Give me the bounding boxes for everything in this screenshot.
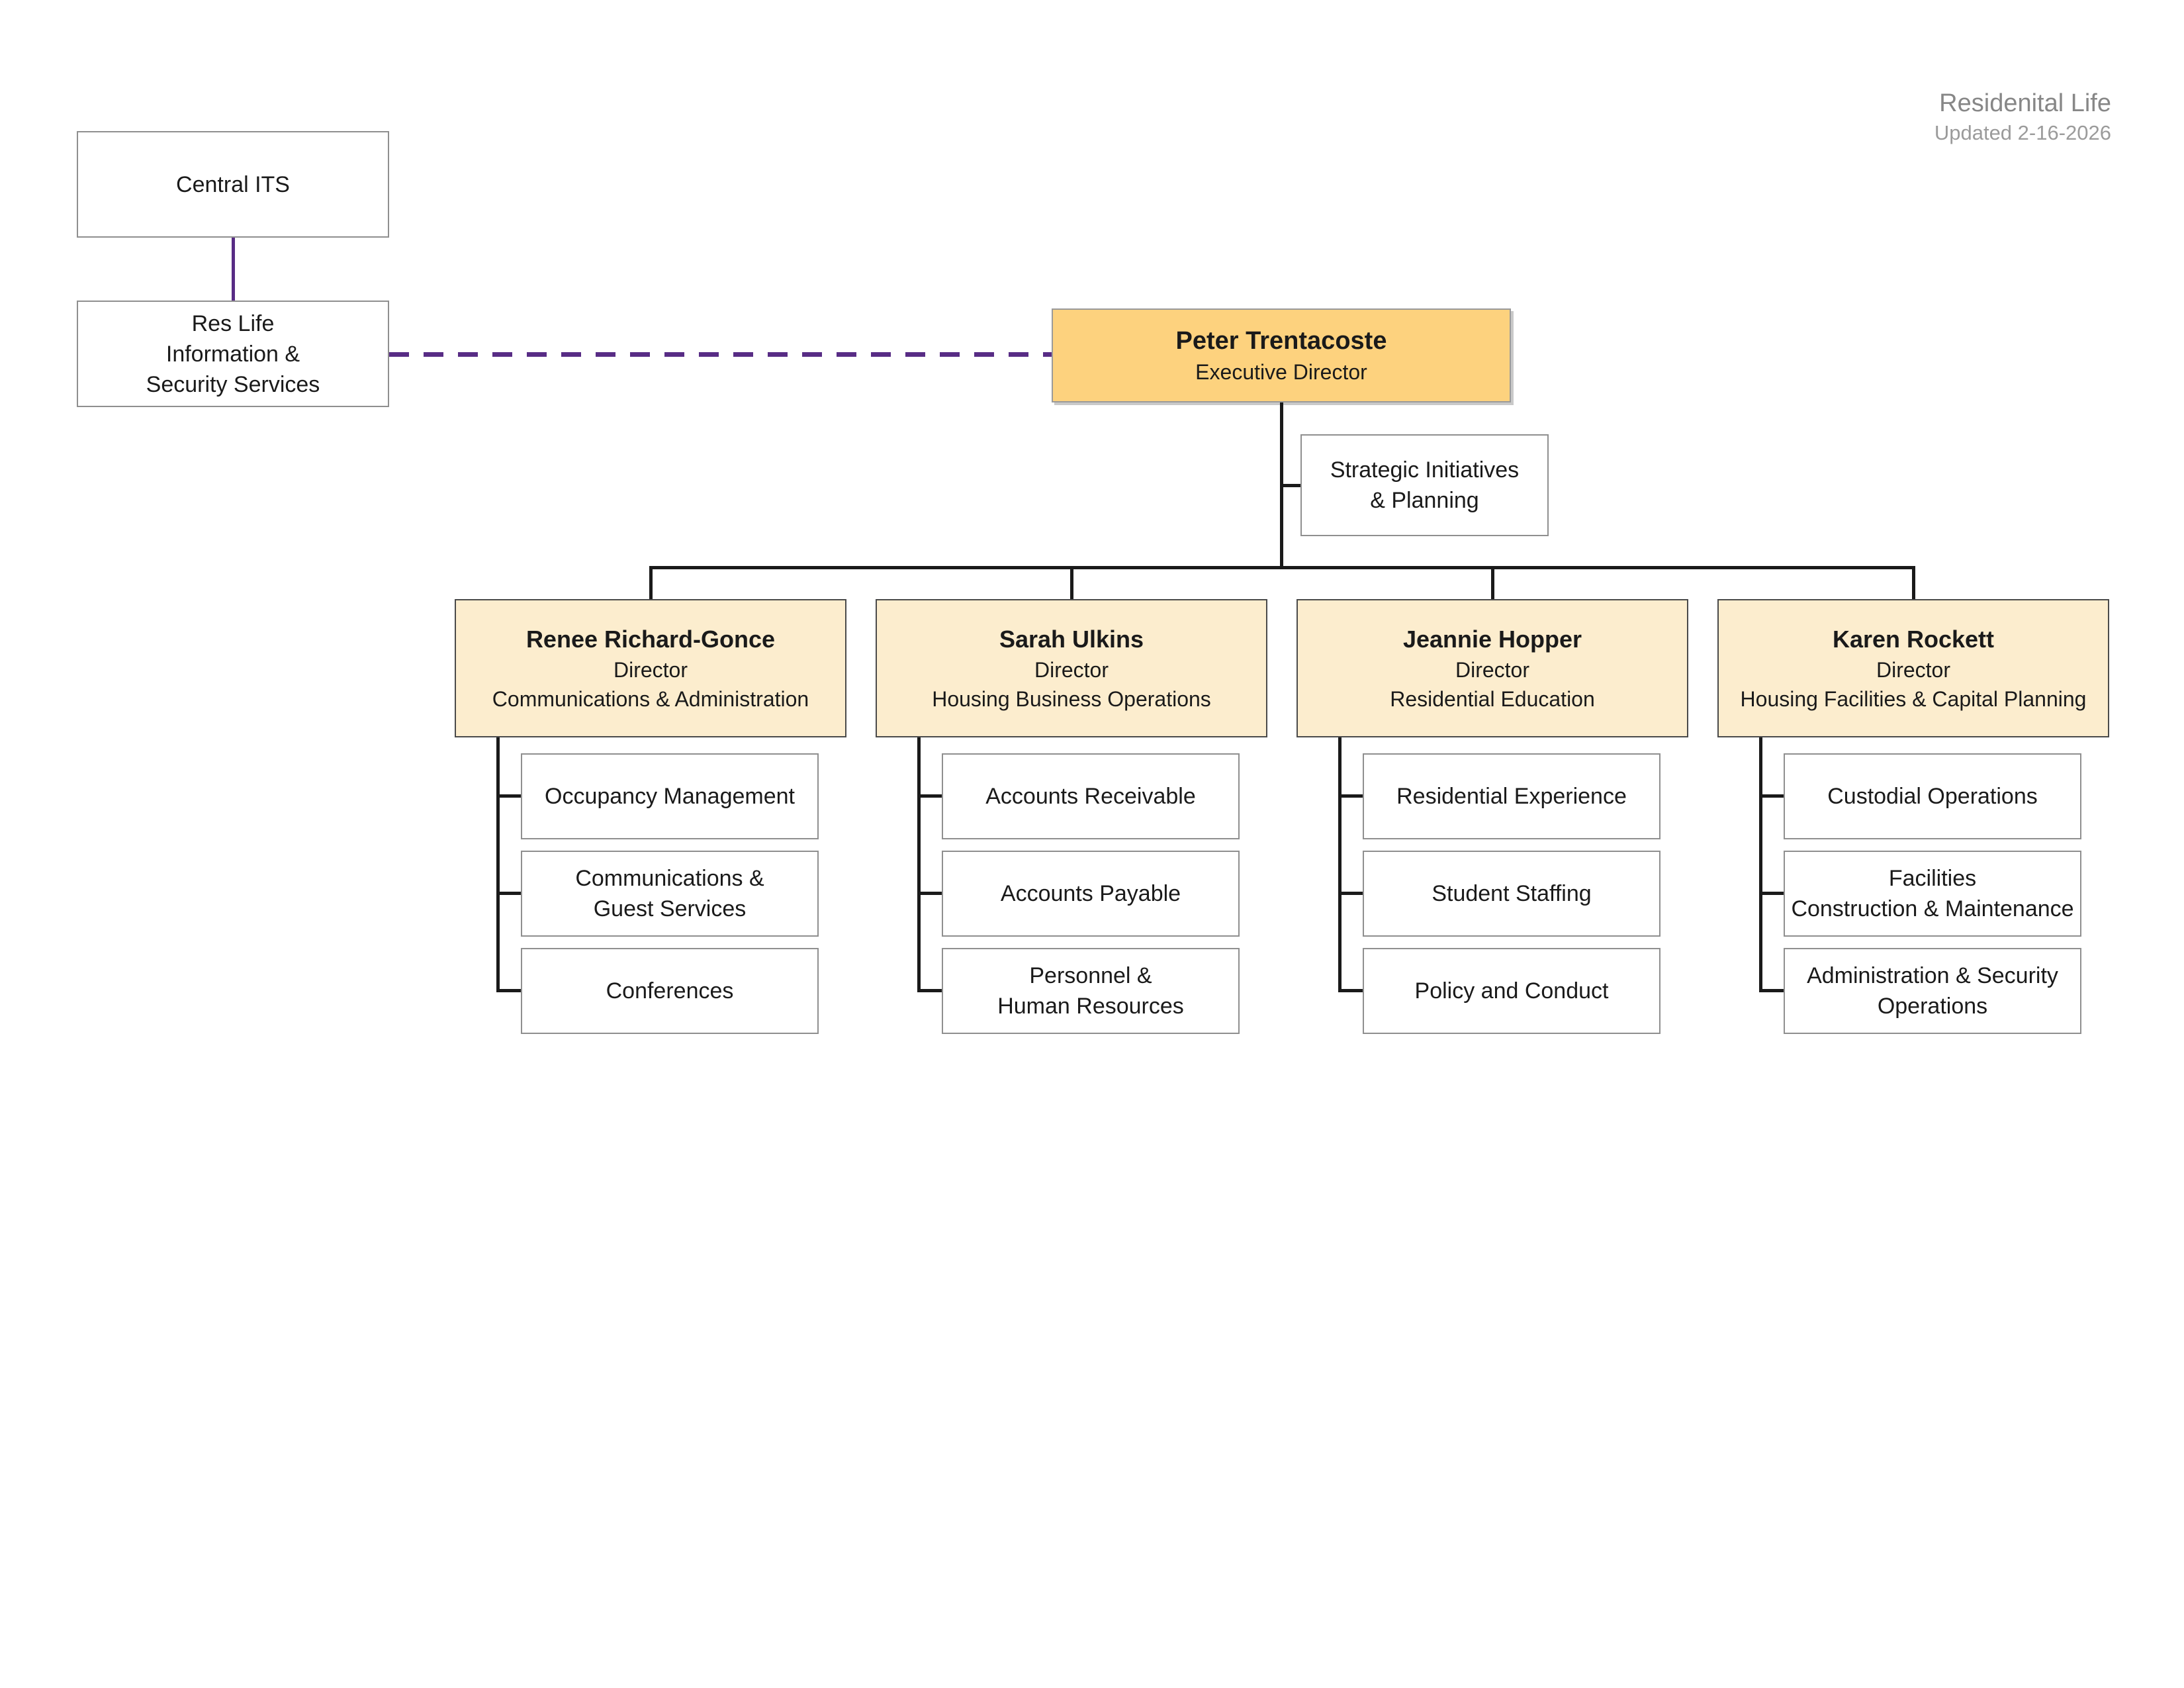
connector-child-stub	[917, 794, 942, 798]
node-label: Custodial Operations	[1827, 784, 2038, 809]
node-unit-communications-guest-services: Communications & Guest Services	[521, 851, 819, 937]
node-unit-personnel-human-resources: Personnel & Human Resources	[942, 948, 1240, 1034]
person-dept: Housing Business Operations	[932, 686, 1211, 711]
connector-horizontal-bus	[649, 566, 1915, 569]
person-name: Sarah Ulkins	[999, 625, 1144, 653]
document-title-block: Residenital Life Updated 2-16-2026	[1934, 87, 2111, 147]
connector-child-stub	[496, 794, 521, 798]
person-title: Director	[1034, 657, 1109, 682]
node-unit-occupancy-management: Occupancy Management	[521, 753, 819, 839]
node-label: Student Staffing	[1432, 881, 1592, 906]
node-unit-administration-security-operations: Administration & Security Operations	[1784, 948, 2081, 1034]
connector-staff-office-stub	[1281, 484, 1301, 487]
person-title: Director	[613, 657, 688, 682]
node-label: Accounts Receivable	[985, 784, 1196, 809]
node-label: Personnel & Human Resources	[997, 963, 1184, 1019]
person-name: Peter Trentacoste	[1175, 327, 1387, 355]
connector-child-stub	[496, 989, 521, 992]
node-director-housing-facilities-capital-planning: Karen Rockett Director Housing Facilitie…	[1717, 599, 2109, 737]
node-director-housing-business-operations: Sarah Ulkins Director Housing Business O…	[876, 599, 1267, 737]
node-unit-facilities-construction-maintenance: Facilities Construction & Maintenance	[1784, 851, 2081, 937]
node-unit-conferences: Conferences	[521, 948, 819, 1034]
node-label: Res Life Information & Security Services	[146, 310, 320, 397]
person-title: Director	[1876, 657, 1950, 682]
person-title: Executive Director	[1195, 360, 1367, 384]
connector-child-stub	[1338, 989, 1363, 992]
node-unit-residential-experience: Residential Experience	[1363, 753, 1661, 839]
node-label: Strategic Initiatives & Planning	[1330, 457, 1520, 513]
person-name: Karen Rockett	[1832, 625, 1995, 653]
node-strategic-initiatives: Strategic Initiatives & Planning	[1300, 434, 1549, 536]
node-label: Central ITS	[176, 171, 290, 197]
connector-child-stub	[1759, 794, 1784, 798]
connector-central-its-to-res-life	[232, 238, 235, 301]
connector-child-stub	[1338, 892, 1363, 895]
connector-children-spine-1	[496, 737, 500, 992]
node-label: Policy and Conduct	[1414, 978, 1609, 1004]
node-unit-student-staffing: Student Staffing	[1363, 851, 1661, 937]
page-title: Residenital Life	[1939, 89, 2111, 117]
connector-children-spine-3	[1338, 737, 1342, 992]
connector-child-stub	[1338, 794, 1363, 798]
connector-children-spine-2	[917, 737, 921, 992]
node-unit-custodial-operations: Custodial Operations	[1784, 753, 2081, 839]
person-dept: Communications & Administration	[492, 686, 809, 711]
node-label: Residential Experience	[1396, 784, 1627, 809]
connector-drop-director-2	[1070, 567, 1073, 599]
node-label: Administration & Security Operations	[1807, 963, 2058, 1019]
connector-children-spine-4	[1759, 737, 1762, 992]
node-director-communications-administration: Renee Richard-Gonce Director Communicati…	[455, 599, 846, 737]
node-unit-accounts-payable: Accounts Payable	[942, 851, 1240, 937]
connector-dashed-res-life-to-executive	[389, 352, 1052, 357]
person-name: Jeannie Hopper	[1402, 625, 1582, 653]
node-director-residential-education: Jeannie Hopper Director Residential Educ…	[1297, 599, 1688, 737]
node-label: Accounts Payable	[1000, 881, 1181, 906]
connector-child-stub	[496, 892, 521, 895]
node-unit-accounts-receivable: Accounts Receivable	[942, 753, 1240, 839]
person-dept: Housing Facilities & Capital Planning	[1740, 686, 2087, 711]
node-central-its: Central ITS	[77, 131, 389, 238]
node-executive-director: Peter Trentacoste Executive Director	[1052, 308, 1511, 402]
node-res-life-info-security: Res Life Information & Security Services	[77, 301, 389, 407]
connector-child-stub	[917, 989, 942, 992]
person-name: Renee Richard-Gonce	[525, 625, 776, 653]
person-title: Director	[1455, 657, 1529, 682]
connector-child-stub	[917, 892, 942, 895]
updated-date: Updated 2-16-2026	[1934, 121, 2111, 144]
node-label: Conferences	[606, 978, 734, 1004]
person-dept: Residential Education	[1390, 686, 1595, 711]
node-label: Communications & Guest Services	[575, 866, 764, 921]
node-label: Facilities Construction & Maintenance	[1791, 866, 2074, 921]
connector-child-stub	[1759, 989, 1784, 992]
connector-child-stub	[1759, 892, 1784, 895]
connector-drop-director-1	[649, 567, 653, 599]
node-label: Occupancy Management	[545, 784, 795, 809]
node-unit-policy-and-conduct: Policy and Conduct	[1363, 948, 1661, 1034]
connector-drop-director-3	[1491, 567, 1494, 599]
connector-drop-director-4	[1912, 567, 1915, 599]
